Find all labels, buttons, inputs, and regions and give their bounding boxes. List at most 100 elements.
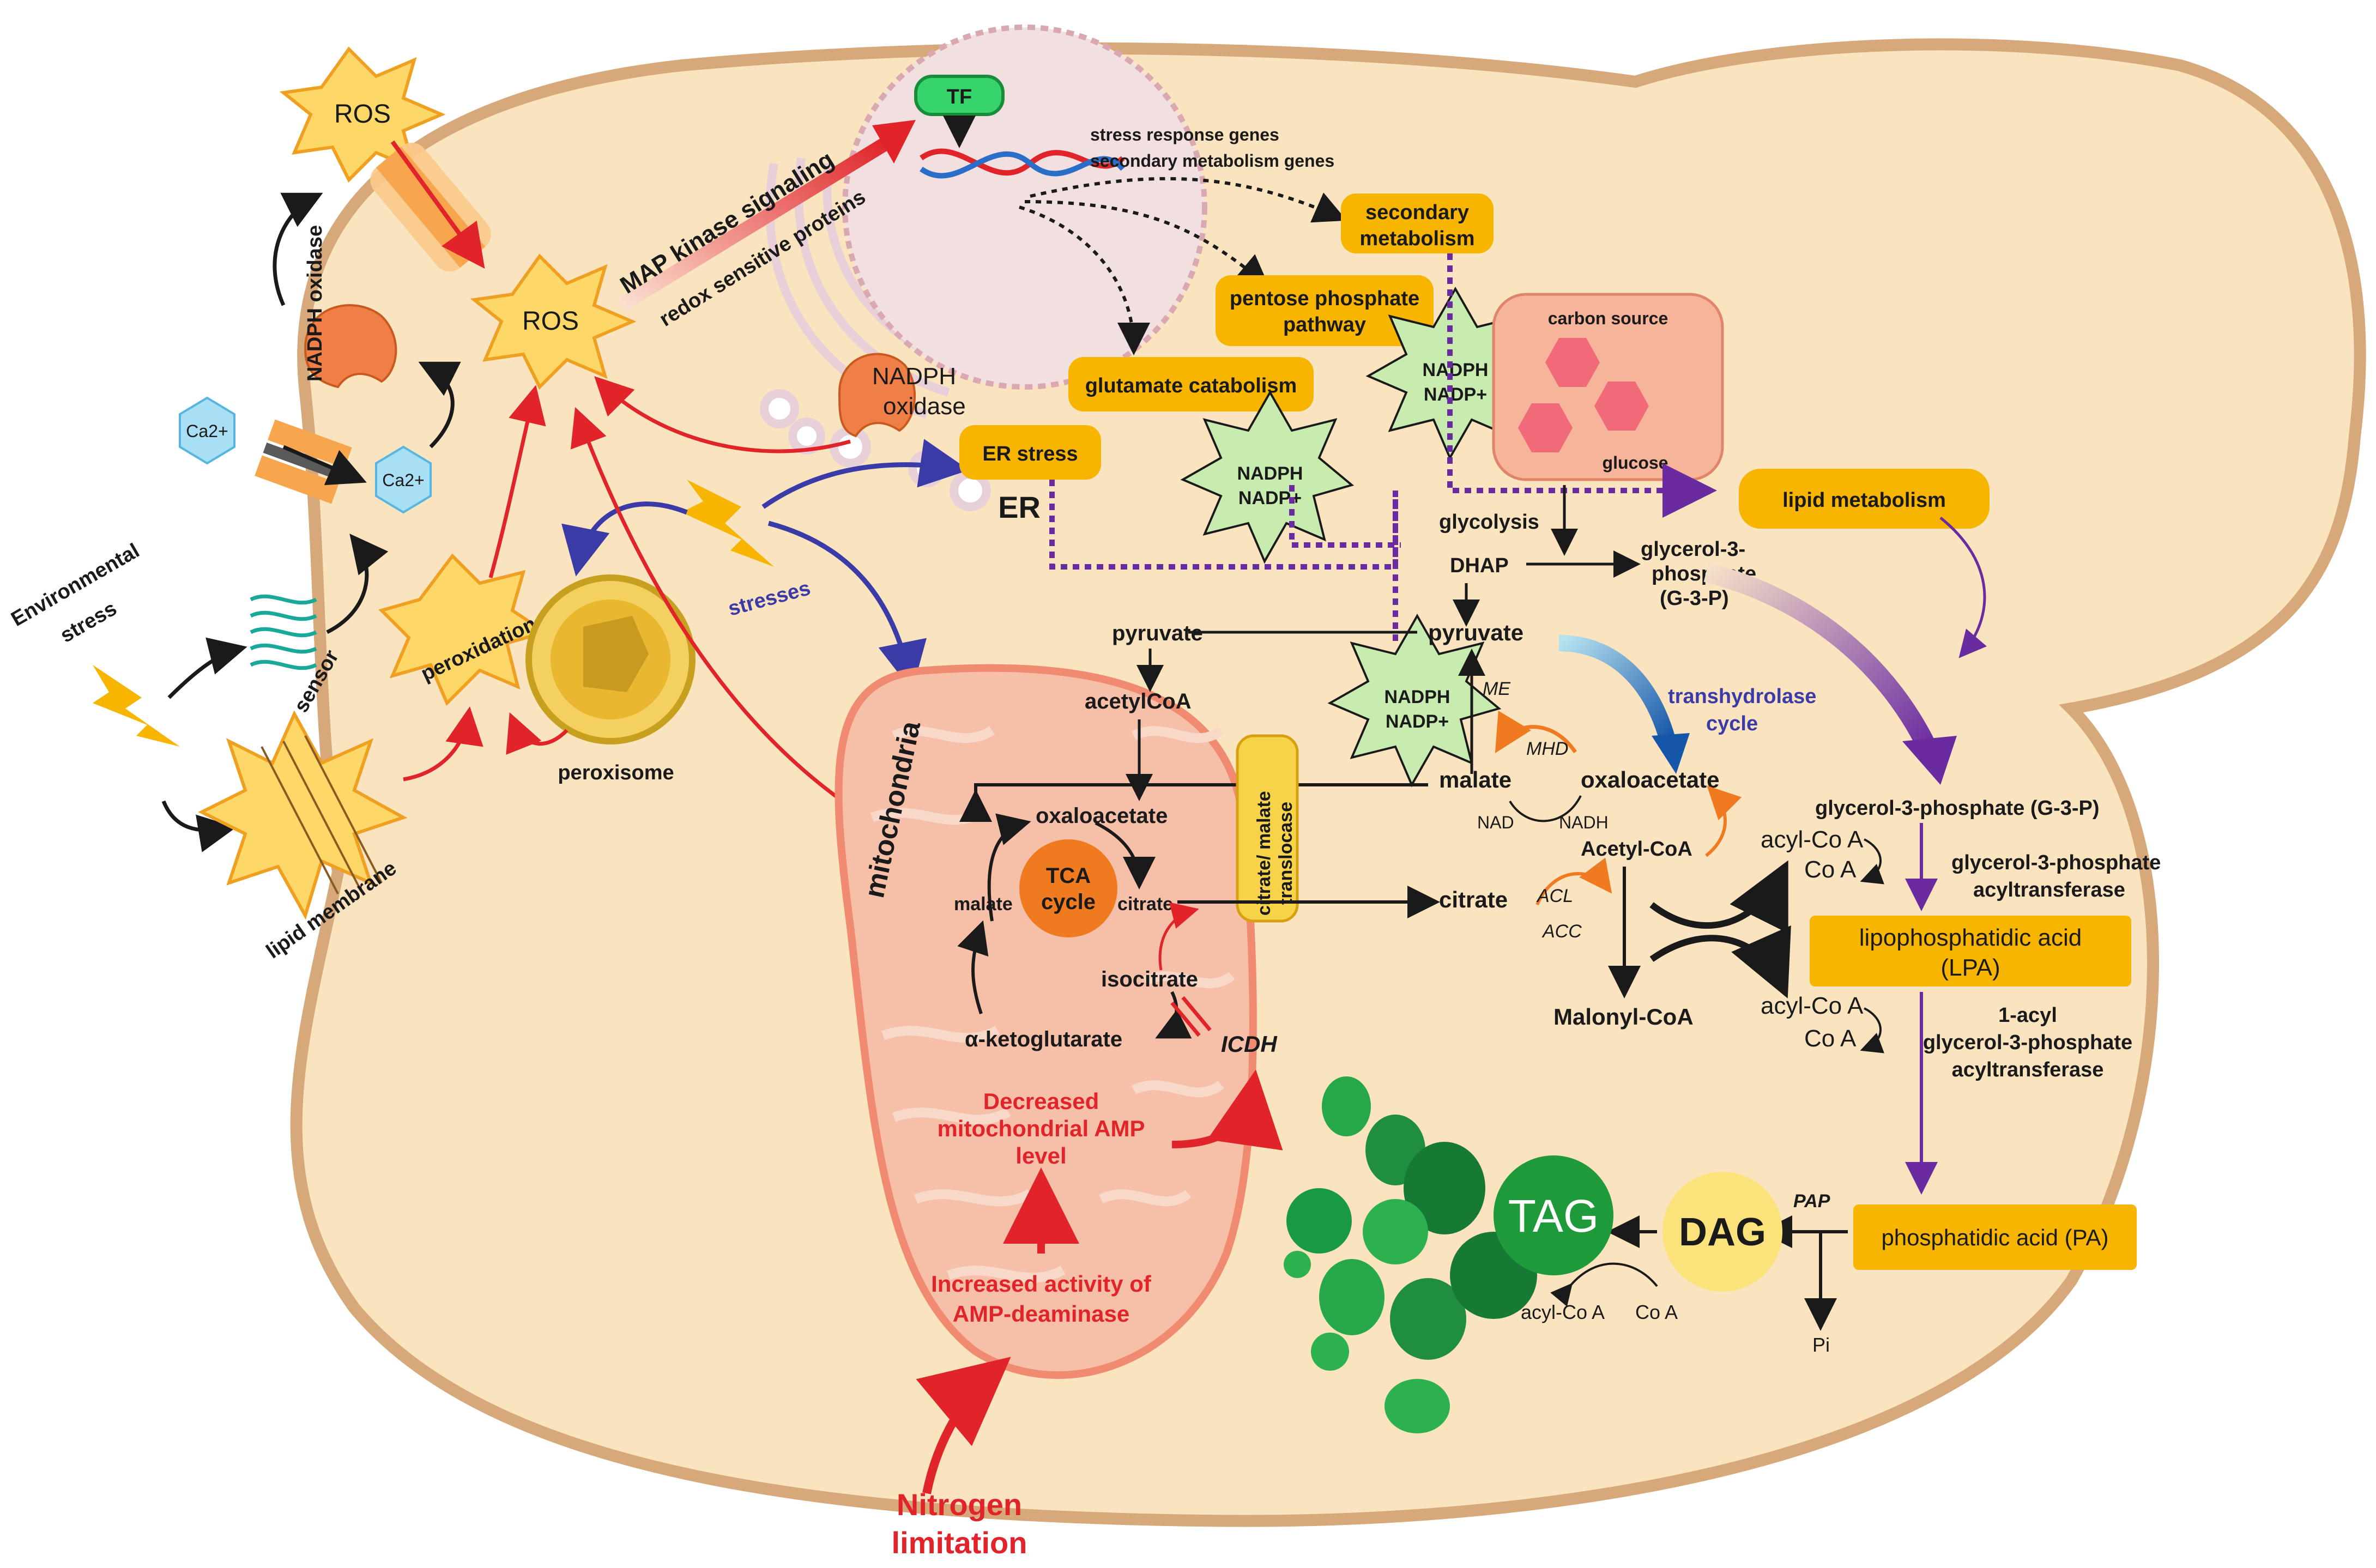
purple-big-arrowhead [1902,736,1957,785]
tca-line-1: TCA [1046,864,1091,888]
decreased-amp-3: level [1015,1143,1066,1169]
acl-label: ACL [1536,886,1573,906]
lipid-metabolism-label: lipid metabolism [1782,489,1946,512]
cell-body [290,38,2366,1527]
env-stress-line-2: stress [57,597,121,647]
lpa-line-1: lipophosphatidic acid [1859,924,2082,951]
acetyl-coa-label: Acetyl-CoA [1581,838,1692,861]
arrow-acylcoa-1 [1649,860,1788,934]
secondary-box [1341,193,1494,253]
coa-3-label: Co A [1635,1301,1678,1323]
arrow-oxidase-to-ros [273,192,323,306]
acyl-at-1: 1-acyl [1998,1004,2057,1027]
arrow-stresses-to-peroxisome [561,501,688,577]
ros-mid-label: ROS [522,307,579,336]
ca-left-icon [179,396,235,465]
red-citrate-isocitrate [1158,902,1199,971]
peroxisome-core [583,616,649,692]
translocase-box [1236,734,1299,923]
tca-cycle-circle [1019,839,1117,937]
glucose-hex-3 [1518,403,1573,452]
citrate-cyto-label: citrate [1439,887,1508,912]
nadph-oxidase-er-icon [838,353,916,438]
acylcoa-1-label: acyl-Co A [1761,826,1864,853]
dna-helix-icon [920,148,1125,179]
g3p-top-1: glycerol-3- [1641,538,1745,561]
arrow-ca-to-oxidase [418,361,461,449]
arrow-acetyl-to-oaa [1705,785,1742,857]
ros-top-label: ROS [334,100,391,129]
ca-arrow [282,445,367,486]
arrow-peroxidation-to-ros [488,385,546,578]
acyl-arc-2 [1860,1007,1884,1054]
gene-dotted-arrows [1019,177,1347,355]
er-stress-label: ER stress [982,443,1078,465]
map-kinase-arrowhead [872,120,916,164]
ros-mid-star [470,253,637,390]
oxaloacetate-cyto-label: oxaloacetate [1581,767,1719,792]
nadph-star-glutamate: NADPH NADP+ [1180,390,1355,564]
translocase-line-1: citrate/ malate [1254,791,1274,916]
glycolysis-label: glycolysis [1439,511,1539,534]
icdh-label: ICDH [1221,1031,1278,1057]
nadph-oxidase-left-icon [304,304,397,389]
icdh-block [1170,996,1212,1037]
glutamate-label: glutamate catabolism [1085,374,1297,397]
transhydrolase-arrow [1558,635,1676,743]
nadph-oxidase-er-line-1: NADPH [872,363,956,390]
arrow-env-to-sensor [167,637,247,699]
tca-line-2: cycle [1041,890,1096,914]
glutamate-box [1068,357,1314,411]
peroxisome-label: peroxisome [558,761,674,784]
malate-cyto-label: malate [1439,767,1512,792]
isocitrate-label: isocitrate [1101,967,1198,991]
carbon-source-label: carbon source [1548,308,1668,328]
nucleus [842,25,1207,390]
malate-mito-label: malate [954,894,1013,915]
er-stress-box [959,425,1101,480]
env-lightning-icon [93,665,180,747]
nadph-oxidase-left-label: NADPH oxidase [304,225,327,382]
arrow-sensor-up [326,534,389,634]
peroxidation-star [378,553,549,706]
transhydrolase-arrowhead [1652,733,1690,774]
arrow-stresses-to-mito [767,520,927,691]
secondary-line-2: metabolism [1359,227,1474,250]
mhd-arc [1495,710,1577,753]
acyl-arc-1 [1860,838,1884,885]
tf-label: TF [947,86,972,108]
arrow-mito-to-ros [570,407,851,808]
nadh-label: NADH [1559,813,1609,832]
coa-1-label: Co A [1804,856,1857,883]
genes-line-1: stress response genes [1090,125,1279,144]
secondary-line-1: secondary [1365,201,1469,224]
translocase-line-2: translocase [1275,802,1296,905]
arrow-env-to-membrane [161,800,237,852]
g3p-top-3: (G-3-P) [1660,587,1729,610]
lipid-bilayer-icon [261,735,383,894]
pyruvate-mito-label: pyruvate [1112,621,1203,645]
acl-arc [1535,857,1612,906]
arrow-acylcoa-2 [1649,925,1791,998]
nitrogen-line-2: limitation [892,1525,1027,1560]
g3p-right-label: glycerol-3-phosphate (G-3-P) [1815,797,2100,820]
arrow-membrane-to-peroxidation [403,706,483,782]
acylcoa-2-label: acyl-Co A [1761,992,1864,1019]
pap-label: PAP [1793,1191,1830,1212]
nadp-pentose-2: NADP+ [1424,384,1487,405]
nadph-oxidase-er-line-2: oxidase [883,393,966,420]
transhydrolase-line-1: transhydrolase [1668,685,1816,708]
glucose-hex-1 [1545,338,1600,387]
lipid-membrane-burst [198,710,408,920]
nadp-me-2: NADP+ [1386,711,1449,732]
arrow-stresses-to-er [761,439,969,509]
nadph-glutamate-1: NADPH [1237,463,1303,484]
acyl-at-3: acyltransferase [1952,1058,2104,1081]
tag-label: TAG [1508,1190,1599,1242]
transhydrolase-line-2: cycle [1706,712,1758,735]
dag-circle [1662,1172,1782,1292]
nad-arc [1509,795,1582,822]
pa-label: phosphatidic acid (PA) [1881,1225,2108,1250]
acyl-arc-3 [1550,1262,1658,1307]
ca-right-icon [375,445,432,514]
